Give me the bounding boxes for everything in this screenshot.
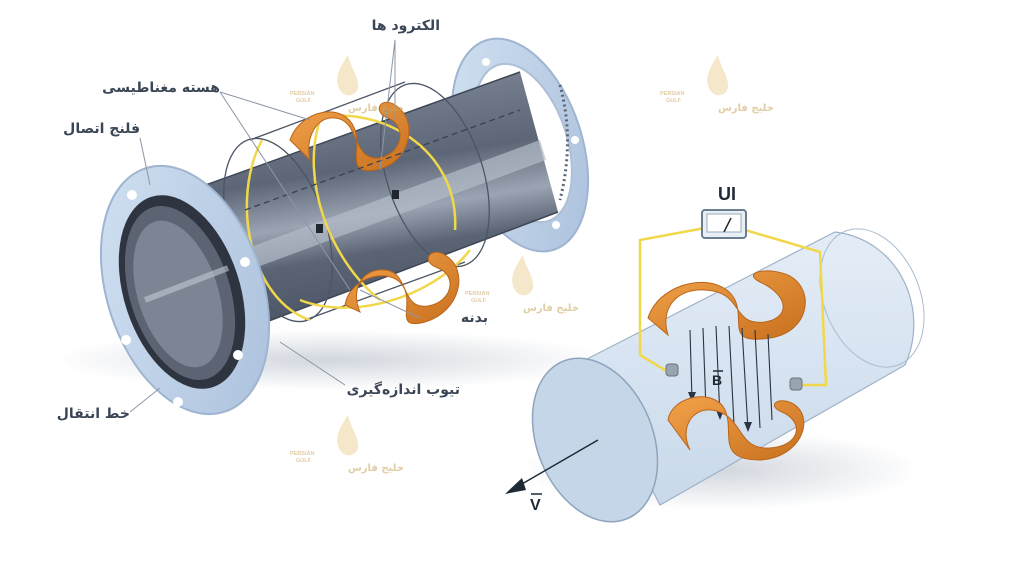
voltmeter-meter (701, 209, 747, 239)
svg-text:GULF: GULF (296, 458, 312, 464)
watermark-3: PERSIAN GULF خلیج فارس (465, 255, 579, 314)
lower-magnetic-coil (344, 251, 460, 325)
label-body: بدنه (461, 310, 488, 326)
svg-text:خلیج فارس: خلیج فارس (523, 303, 579, 314)
label-transmission-line: خط انتقال (57, 406, 130, 422)
right-electrode-right (789, 377, 803, 391)
svg-text:خلیج فارس: خلیج فارس (348, 463, 404, 474)
leader-lines (129, 39, 421, 413)
label-connection-flange: فلنج اتصال (63, 121, 140, 137)
svg-text:PERSIAN: PERSIAN (290, 451, 314, 457)
label-electrodes: الکترود ها (372, 18, 440, 34)
svg-text:خلیج فارس: خلیج فارس (718, 103, 774, 114)
electrode-left (316, 224, 323, 233)
watermark-4: PERSIAN GULF خلیج فارس (290, 415, 404, 474)
svg-text:PERSIAN: PERSIAN (660, 91, 684, 97)
label-measuring-tube: تیوب اندازه‌گیری (347, 381, 460, 398)
velocity-symbol: V (530, 497, 541, 514)
glass-cylinder (531, 228, 925, 523)
voltmeter-symbol: UI (718, 184, 736, 204)
upper-magnetic-coil (289, 101, 410, 172)
watermark-1: PERSIAN GULF خلیج فارس (290, 55, 404, 114)
right-upper-coil (647, 270, 806, 340)
label-magnetic-core: هسته مغناطیسی (102, 80, 220, 96)
right-electrode-left (665, 363, 679, 377)
right-principle-diagram (505, 209, 925, 523)
svg-text:GULF: GULF (471, 298, 487, 304)
left-flowmeter-assembly (50, 37, 610, 416)
svg-text:PERSIAN: PERSIAN (465, 291, 489, 297)
svg-text:GULF: GULF (296, 98, 312, 104)
svg-text:PERSIAN: PERSIAN (290, 91, 314, 97)
front-flange (99, 109, 521, 416)
right-lower-coil (667, 396, 805, 461)
watermark-2: PERSIAN GULF خلیج فارس (660, 55, 774, 114)
velocity-arrow (505, 439, 599, 494)
svg-text:GULF: GULF (666, 98, 682, 104)
electrode-right (392, 190, 399, 199)
voltmeter-circuit (638, 226, 828, 387)
field-symbol: B (712, 372, 722, 388)
svg-text:خلیج فارس: خلیج فارس (348, 103, 404, 114)
